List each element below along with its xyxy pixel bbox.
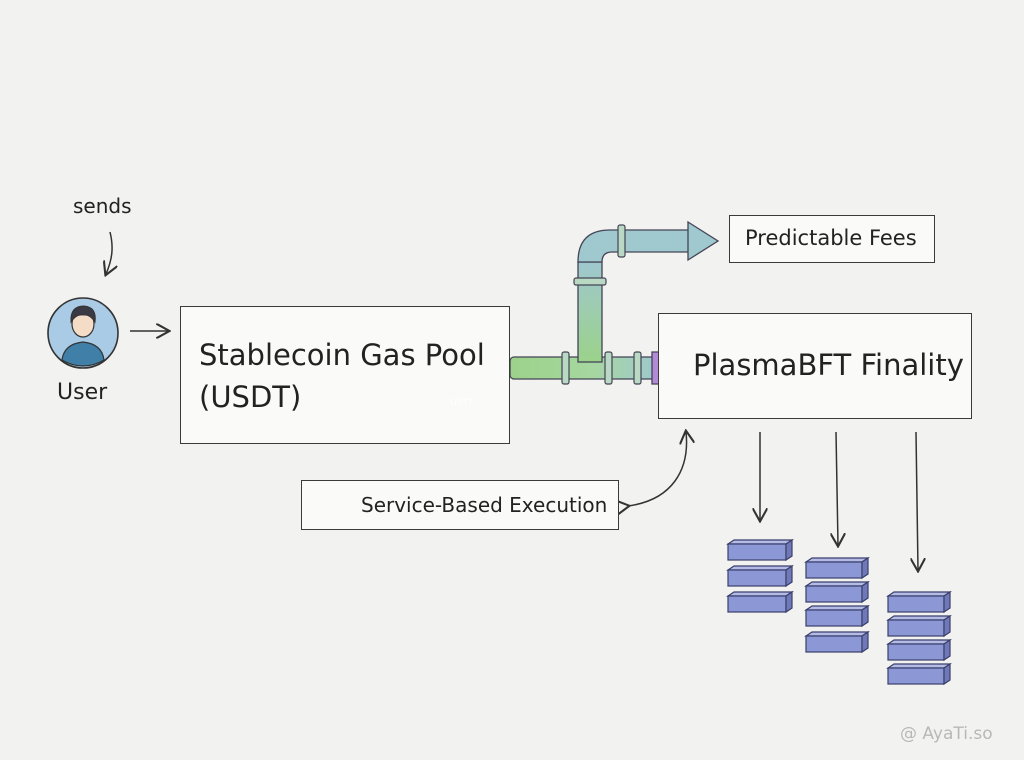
user-label: User	[57, 380, 108, 405]
fees-label: Predictable Fees	[745, 226, 917, 250]
finality-box	[658, 313, 972, 419]
pipe-elbow	[577, 229, 691, 263]
finality-title: PlasmaBFT Finality	[693, 348, 964, 382]
block-stack-3	[886, 590, 952, 686]
block-stack-1	[726, 538, 794, 614]
execution-label: Service-Based Execution	[361, 493, 608, 517]
gas-pool-box	[180, 306, 510, 444]
pipe-vertical	[577, 261, 603, 363]
finality-down-arrow	[836, 431, 838, 545]
pipe-ring	[604, 351, 613, 385]
fees-box	[729, 215, 935, 263]
execution-finality-arrow	[628, 432, 687, 506]
execution-box	[301, 480, 619, 530]
pipe-ring	[633, 351, 642, 385]
block-stack-2	[804, 556, 870, 654]
watermark: @ AyaTi.so	[900, 724, 993, 744]
pipe-ring	[617, 224, 626, 258]
gas-pool-subtitle: (USDT)	[199, 380, 302, 414]
gas-pool-title: Stablecoin Gas Pool	[199, 338, 485, 372]
pipe-ring	[561, 351, 570, 385]
person-icon	[47, 297, 119, 369]
finality-down-arrow	[916, 431, 918, 570]
pipe-ring	[573, 277, 607, 286]
usdt-coin-label: USTT	[450, 398, 474, 408]
pipe-arrow-head	[687, 220, 720, 262]
sends-arrow	[106, 231, 112, 274]
sends-label: sends	[73, 194, 132, 218]
